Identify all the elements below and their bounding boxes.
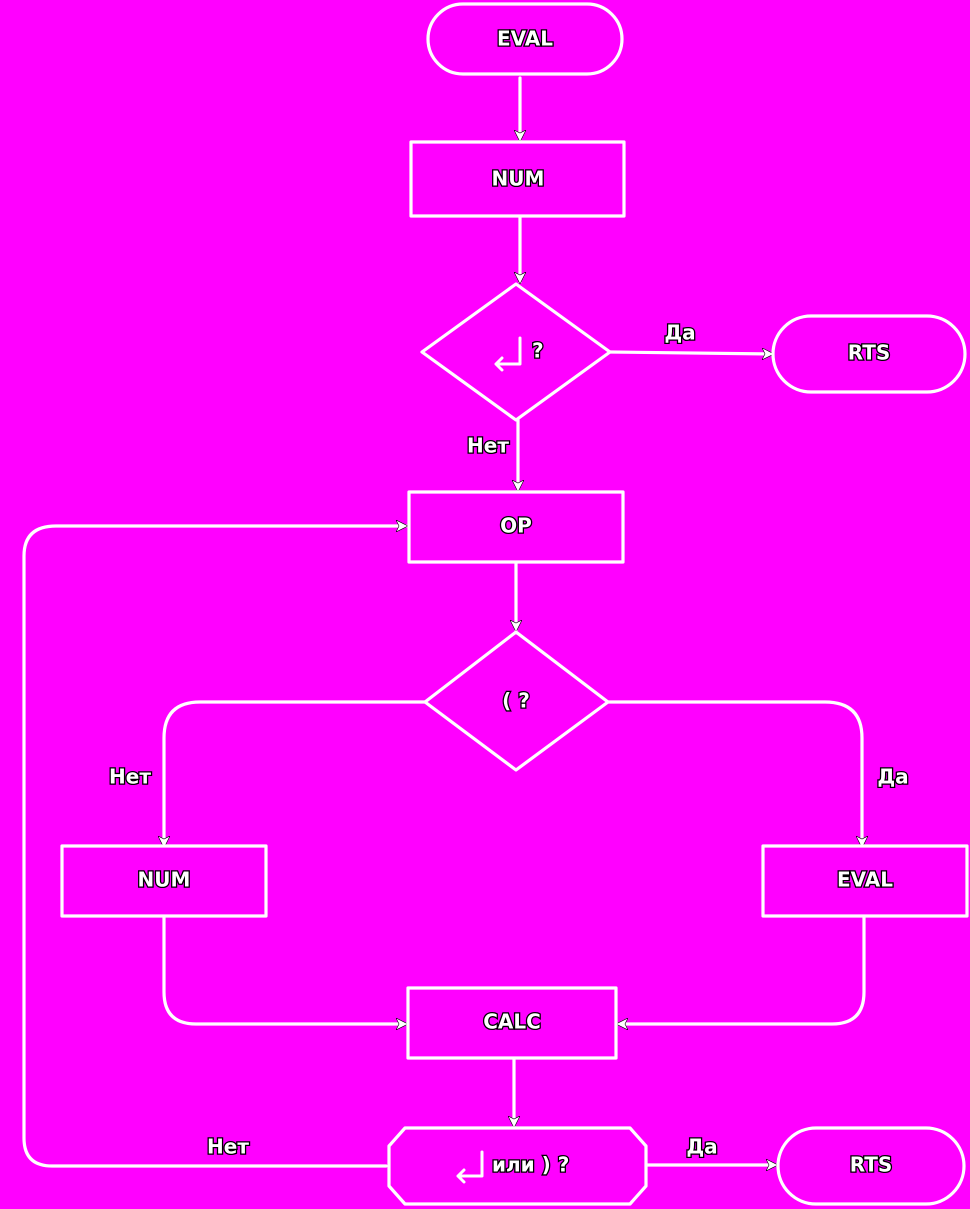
node-calc: CALC xyxy=(406,986,618,1060)
edge-eval-to-calc xyxy=(618,914,866,1024)
edge-label-paren-no: Нет xyxy=(109,765,151,789)
node-calc-label: CALC xyxy=(483,1010,541,1034)
edge-decision-enter-to-rts xyxy=(608,352,772,354)
node-eval-2: EVAL xyxy=(761,844,969,918)
node-rts-1-label: RTS xyxy=(848,341,891,365)
node-num-1-label: NUM xyxy=(492,167,545,191)
edge-decision-paren-to-num xyxy=(164,700,427,846)
node-rts-2: RTS xyxy=(776,1126,966,1206)
node-eval-2-label: EVAL xyxy=(837,868,893,892)
node-start-eval-label: EVAL xyxy=(497,27,553,51)
node-decision-enter-label: ? xyxy=(532,339,544,363)
node-start-eval: EVAL xyxy=(426,2,624,76)
node-decision-end: или ) ? xyxy=(387,1126,648,1206)
node-op-label: OP xyxy=(500,514,532,538)
node-decision-paren-label: ( ? xyxy=(502,689,530,713)
edge-labels: Да Нет Нет Да Да Нет xyxy=(108,319,910,1160)
enter-return-icon xyxy=(456,1150,484,1184)
edge-label-enter-no: Нет xyxy=(467,434,509,458)
edge-num-to-calc xyxy=(162,914,406,1024)
node-rts-2-label: RTS xyxy=(850,1153,893,1177)
edge-label-enter-yes: Да xyxy=(664,321,695,345)
node-decision-paren: ( ? xyxy=(423,630,610,772)
edges xyxy=(22,76,866,1168)
edge-label-end-yes: Да xyxy=(686,1135,717,1159)
enter-return-icon xyxy=(494,336,522,372)
node-op: OP xyxy=(407,490,625,564)
node-num-2: NUM xyxy=(60,844,268,918)
node-num-2-label: NUM xyxy=(138,868,191,892)
node-num-1: NUM xyxy=(409,140,626,218)
edge-label-end-no: Нет xyxy=(207,1135,249,1159)
node-decision-end-label: или ) ? xyxy=(492,1153,569,1177)
edge-decision-paren-to-eval xyxy=(606,700,862,846)
node-decision-enter: ? xyxy=(420,282,612,422)
edge-label-paren-yes: Да xyxy=(877,765,908,789)
edge-decision-end-loop-to-op xyxy=(22,526,406,1168)
node-rts-1: RTS xyxy=(771,314,967,394)
